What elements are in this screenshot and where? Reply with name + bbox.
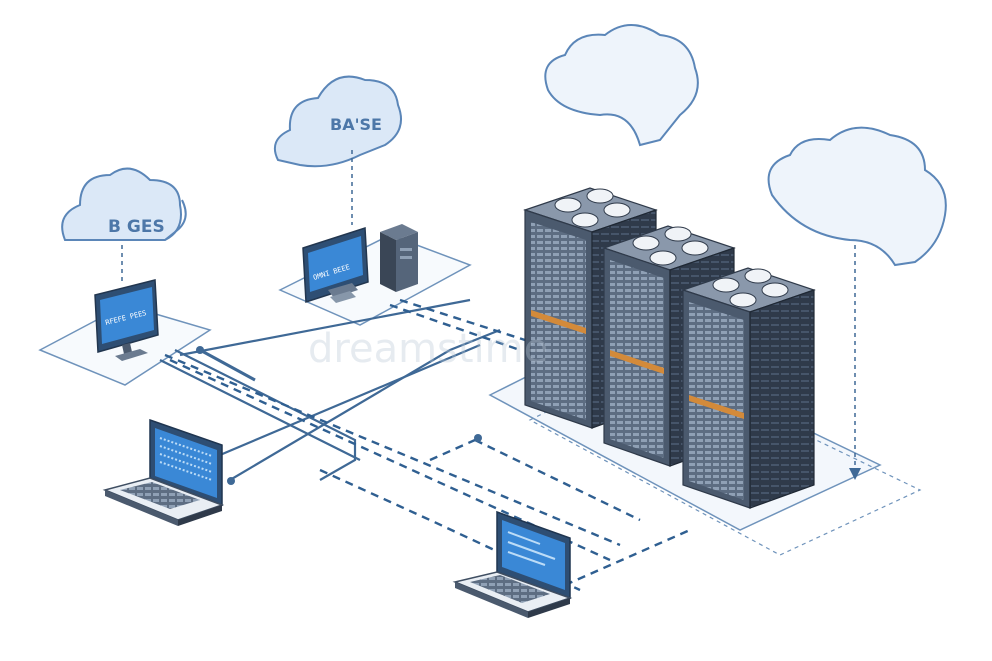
pc-tower	[380, 224, 418, 292]
link-nodes	[196, 346, 482, 485]
watermark: dreamstime	[308, 326, 548, 372]
cloud-right-link	[849, 245, 861, 480]
cloud-center-label: BA'SE	[330, 115, 382, 134]
cloud-top	[544, 24, 699, 147]
cloud-right	[767, 126, 947, 267]
laptop-bottom	[452, 510, 573, 618]
cloud-left-label: B GES	[108, 217, 165, 237]
server-rack-3	[681, 267, 816, 509]
laptop-left	[102, 418, 225, 526]
desktop-left: RFEFE PEES	[94, 279, 159, 361]
cloud-left: B GES	[61, 167, 187, 241]
desktop-center: OMNI BEEE	[302, 226, 369, 304]
cloud-center: BA'SE	[274, 75, 402, 168]
